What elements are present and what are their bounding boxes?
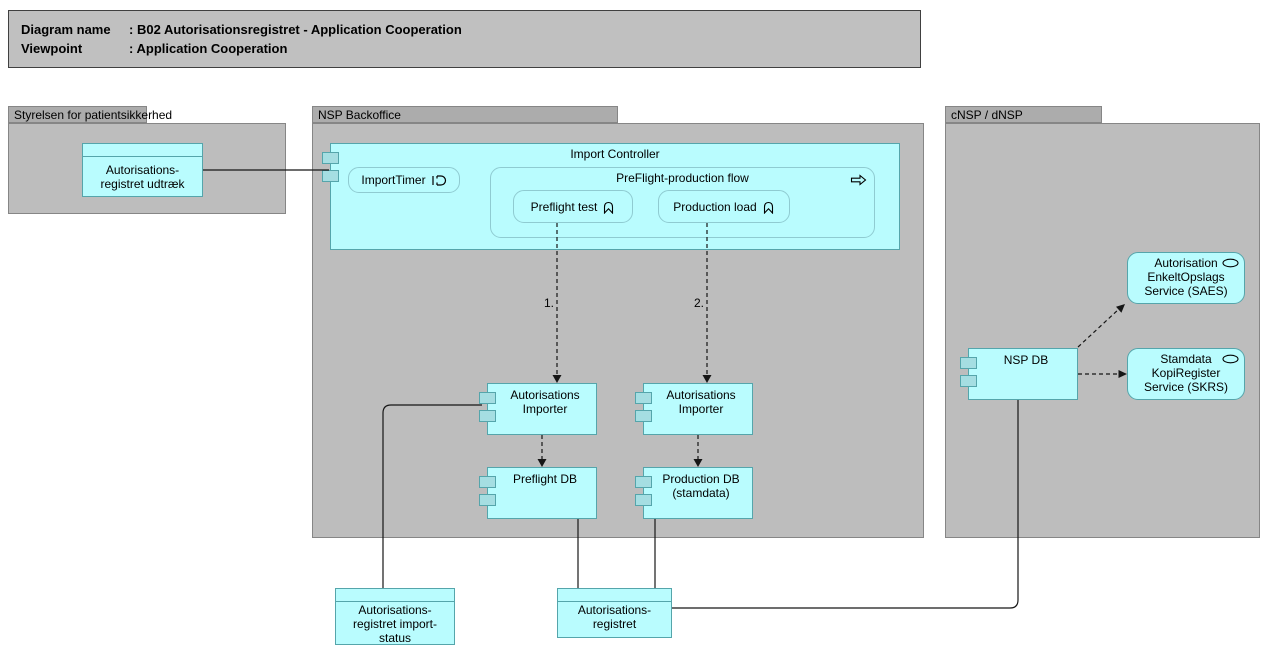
data-object-band [83, 144, 202, 157]
component-icon [960, 375, 977, 387]
diagram-title-block: Diagram name: B02 Autorisationsregistret… [8, 10, 921, 68]
viewpoint-row: Viewpoint: Application Cooperation [21, 39, 920, 58]
data-object-band [558, 589, 671, 602]
process-arrow-icon [850, 174, 867, 186]
group-nsp-backoffice-label: NSP Backoffice [318, 108, 401, 122]
flow-step-1-label: 1. [538, 297, 554, 310]
group-nsp-backoffice-tab: NSP Backoffice [312, 106, 618, 123]
data-object-band [336, 589, 454, 602]
service-label: Autorisation EnkeltOpslags Service (SAES… [1144, 256, 1228, 298]
component-label: Autorisations Importer [666, 388, 736, 416]
component-icon [960, 357, 977, 369]
group-styrelsen-tab: Styrelsen for patientsikkerhed [8, 106, 172, 123]
component-label: Import Controller [570, 147, 660, 161]
component-preflight-db: Preflight DB [479, 467, 597, 519]
function-arrow-icon [604, 201, 614, 214]
separator: : [129, 22, 134, 37]
function-arrow-icon [763, 201, 773, 214]
diagram-name-value: B02 Autorisationsregistret - Application… [136, 22, 462, 37]
service-oval-icon [1222, 258, 1239, 268]
component-label: NSP DB [1003, 353, 1049, 367]
data-object-import-status: Autorisations-registret import-status [335, 588, 455, 645]
data-object-label: Autorisations-registret [577, 603, 652, 631]
function-production-load: Production load [658, 190, 790, 223]
component-autorisations-importer-production: Autorisations Importer [635, 383, 753, 435]
process-label: PreFlight-production flow [616, 171, 749, 185]
group-styrelsen-label: Styrelsen for patientsikkerhed [14, 108, 173, 122]
component-icon [635, 410, 652, 422]
diagram-name-label: Diagram name [21, 22, 111, 37]
component-icon [479, 410, 496, 422]
component-icon [635, 392, 652, 404]
separator: : [129, 41, 134, 56]
data-object-autorisationsregistret: Autorisations-registret [557, 588, 672, 638]
group-cnsp-body [945, 123, 1260, 538]
service-oval-icon [1222, 354, 1239, 364]
event-icon [432, 174, 446, 186]
component-icon [479, 476, 496, 488]
component-icon [322, 152, 339, 164]
service-saes: Autorisation EnkeltOpslags Service (SAES… [1127, 252, 1245, 304]
data-object-label: Autorisations-registret import-status [352, 603, 438, 645]
viewpoint-value: Application Cooperation [136, 41, 288, 56]
component-icon [479, 392, 496, 404]
event-label: ImportTimer [361, 173, 426, 187]
service-label: Stamdata KopiRegister Service (SKRS) [1143, 352, 1229, 394]
function-preflight-test: Preflight test [513, 190, 633, 223]
event-importtimer: ImportTimer [348, 167, 460, 193]
component-icon [479, 494, 496, 506]
data-object-autorisationsregistret-udtraek: Autorisations-registret udtræk [82, 143, 203, 197]
group-cnsp-label: cNSP / dNSP [951, 108, 1023, 122]
component-label: Preflight DB [512, 472, 578, 486]
component-icon [635, 476, 652, 488]
function-label: Preflight test [530, 199, 598, 214]
diagram-name-row: Diagram name: B02 Autorisationsregistret… [21, 20, 920, 39]
component-icon [322, 170, 339, 182]
component-label: Production DB (stamdata) [662, 472, 740, 500]
viewpoint-label: Viewpoint [21, 41, 83, 56]
flow-step-2-label: 2. [688, 297, 704, 310]
component-nsp-db: NSP DB [960, 348, 1078, 400]
group-cnsp-tab: cNSP / dNSP [945, 106, 1102, 123]
function-label: Production load [673, 199, 757, 214]
data-object-label: Autorisations-registret udtræk [100, 163, 185, 191]
component-autorisations-importer-preflight: Autorisations Importer [479, 383, 597, 435]
component-production-db: Production DB (stamdata) [635, 467, 753, 519]
component-label: Autorisations Importer [510, 388, 580, 416]
service-skrs: Stamdata KopiRegister Service (SKRS) [1127, 348, 1245, 400]
component-icon [635, 494, 652, 506]
